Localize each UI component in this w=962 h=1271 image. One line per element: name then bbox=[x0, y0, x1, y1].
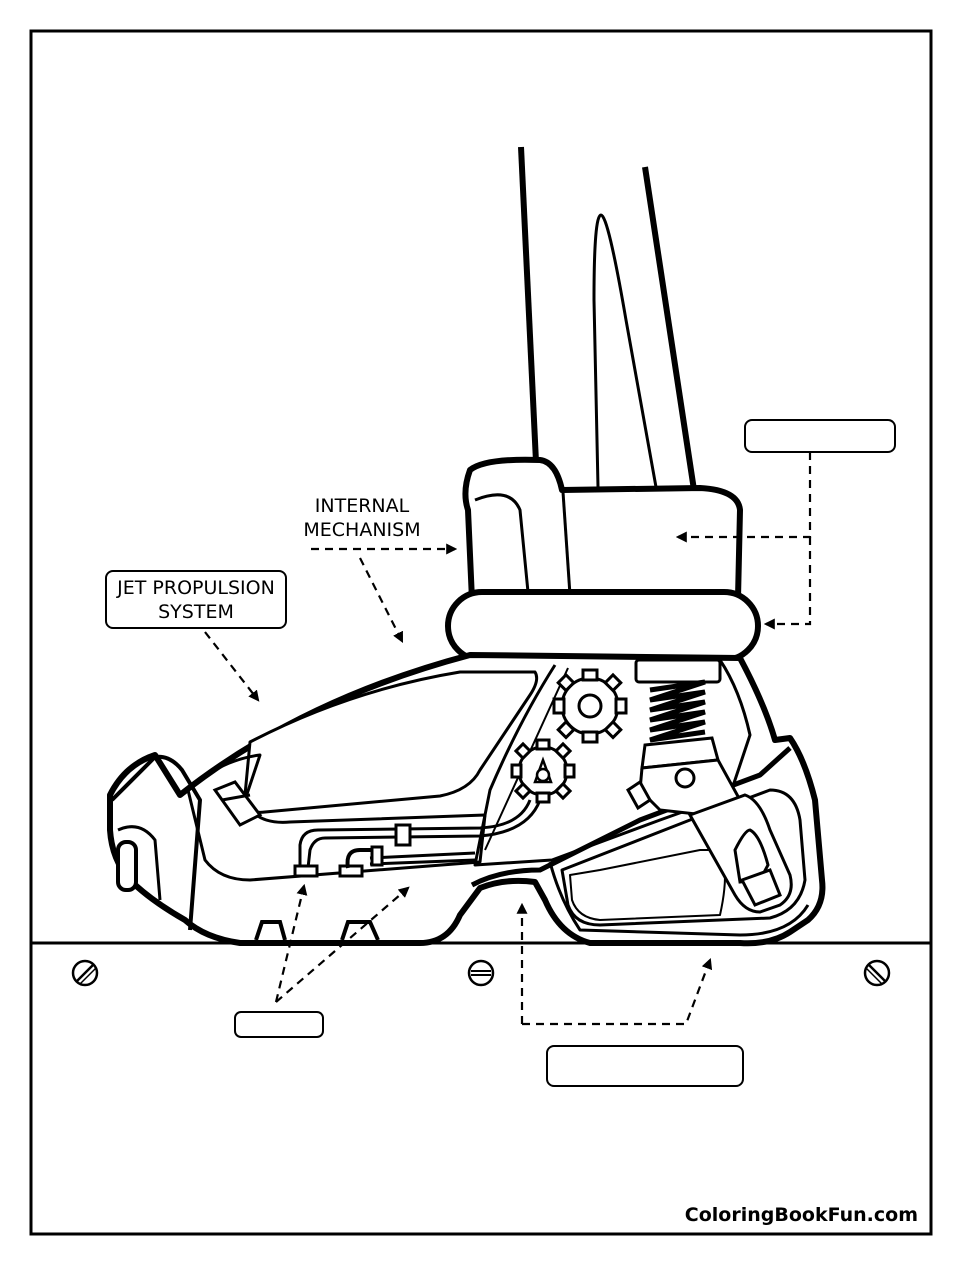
label-box-top-right bbox=[744, 419, 896, 453]
label-internal-mechanism-line1: INTERNAL bbox=[314, 495, 410, 517]
site-credit: ColoringBookFun.com bbox=[684, 1204, 918, 1226]
label-box-bottom-left bbox=[234, 1011, 324, 1038]
label-jet-propulsion-line2: SYSTEM bbox=[158, 601, 234, 623]
label-jet-propulsion-line1: JET PROPULSION bbox=[117, 577, 275, 599]
tread bbox=[254, 920, 380, 941]
gear-small bbox=[510, 738, 576, 804]
leader-arrows bbox=[204, 452, 812, 1026]
label-box-jet-propulsion bbox=[105, 570, 287, 629]
label-box-bottom-center bbox=[546, 1045, 744, 1087]
heel-thruster bbox=[687, 793, 793, 914]
label-internal-mechanism: INTERNAL MECHANISM bbox=[292, 494, 432, 542]
pipes bbox=[212, 780, 542, 878]
screw-center bbox=[467, 959, 495, 987]
label-jet-propulsion: JET PROPULSION SYSTEM bbox=[106, 576, 286, 624]
label-internal-mechanism-line2: MECHANISM bbox=[303, 519, 421, 541]
screw-right bbox=[863, 959, 891, 987]
ankle-ring bbox=[445, 589, 761, 663]
screw-left bbox=[71, 959, 99, 987]
ankle-cuff bbox=[445, 456, 761, 663]
gear-large bbox=[552, 668, 628, 744]
page-frame bbox=[29, 29, 933, 1236]
leg bbox=[518, 146, 697, 491]
